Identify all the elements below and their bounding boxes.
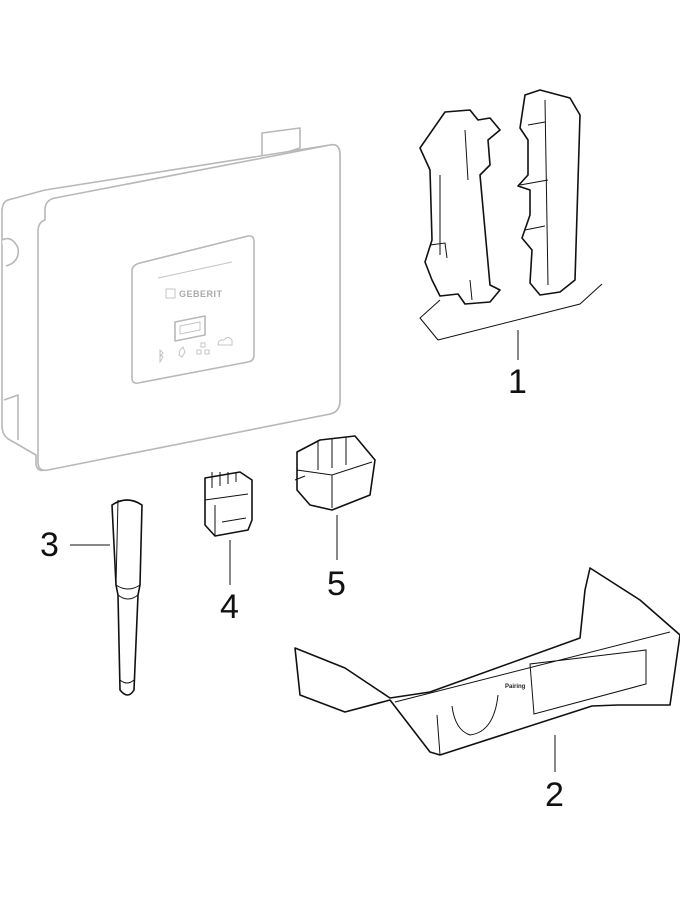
link-icon <box>178 346 186 358</box>
part-number-3: 3 <box>40 526 59 564</box>
antenna <box>70 499 143 696</box>
part-number-4: 4 <box>220 588 239 626</box>
brand-logo-text: GEBERIT <box>179 289 223 299</box>
pairing-bracket: Pairing <box>294 567 680 772</box>
mounting-rails <box>419 89 603 360</box>
connector-small <box>204 471 253 585</box>
part-number-2: 2 <box>545 776 564 814</box>
cloud-icon <box>217 337 233 346</box>
control-unit: GEBERIT <box>1 127 341 472</box>
part-number-1: 1 <box>508 363 527 401</box>
pairing-label: Pairing <box>505 684 526 690</box>
bluetooth-icon <box>159 348 164 364</box>
connector-large <box>294 435 376 560</box>
part-number-5: 5 <box>327 565 346 603</box>
network-icon <box>196 342 210 355</box>
